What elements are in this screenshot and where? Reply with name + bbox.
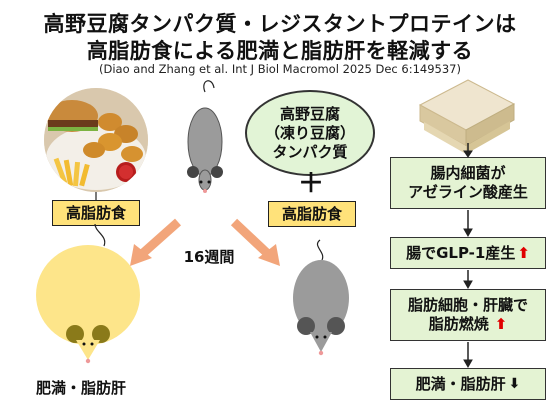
orange-arrow-left	[130, 218, 181, 266]
duration-label: 16週間	[183, 248, 235, 266]
tofu-protein-line-3: タンパク質	[272, 142, 348, 161]
increase-arrow-icon: ⬆	[494, 315, 508, 333]
title-line-2: 高脂肪食による肥満と脂肪肝を軽減する	[86, 39, 474, 63]
tofu-protein-oval: 高野豆腐 （凍り豆腐） タンパク質	[245, 90, 375, 176]
gut-bacteria-line-1: 腸内細菌が	[430, 164, 506, 182]
title-line-1: 高野豆腐タンパク質・レジスタントプロテインは	[43, 12, 517, 36]
tofu-block-image	[418, 79, 516, 154]
gut-bacteria-line-2: アゼライン酸産生	[408, 183, 528, 201]
increase-arrow-icon: ⬆	[517, 243, 530, 262]
glp1-box: 腸でGLP-1産生 ⬆	[390, 237, 546, 269]
starting-mouse	[187, 80, 223, 193]
decrease-arrow-icon: ⬇	[508, 375, 521, 392]
fast-food-illustration	[44, 88, 148, 192]
glp1-text: 腸でGLP-1産生	[406, 243, 516, 262]
fat-burning-line-2: 脂肪燃焼	[428, 315, 489, 333]
high-fat-diet-label-left: 高脂肪食	[52, 200, 140, 226]
tofu-protein-line-1: 高野豆腐	[279, 104, 340, 123]
obesity-fatty-liver-label: 肥満・脂肪肝	[36, 379, 127, 397]
high-fat-diet-label-right: 高脂肪食	[268, 201, 356, 227]
obese-mouse	[36, 245, 140, 364]
healthy-mouse	[293, 239, 349, 356]
left-tail-line	[94, 223, 106, 247]
fat-burning-box: 脂肪細胞・肝臓で 脂肪燃焼 ⬆	[390, 289, 546, 341]
citation: (Diao and Zhang et al. Int J Biol Macrom…	[99, 62, 461, 76]
result-text: 肥満・脂肪肝	[415, 374, 506, 393]
gut-bacteria-box: 腸内細菌が アゼライン酸産生	[390, 157, 546, 209]
tofu-protein-line-2: （凍り豆腐）	[264, 123, 355, 142]
plus-sign: ＋	[298, 169, 325, 199]
result-box: 肥満・脂肪肝 ⬇	[390, 368, 546, 400]
fat-burning-line-1: 脂肪細胞・肝臓で	[407, 296, 528, 314]
fast-food-image	[44, 88, 148, 192]
